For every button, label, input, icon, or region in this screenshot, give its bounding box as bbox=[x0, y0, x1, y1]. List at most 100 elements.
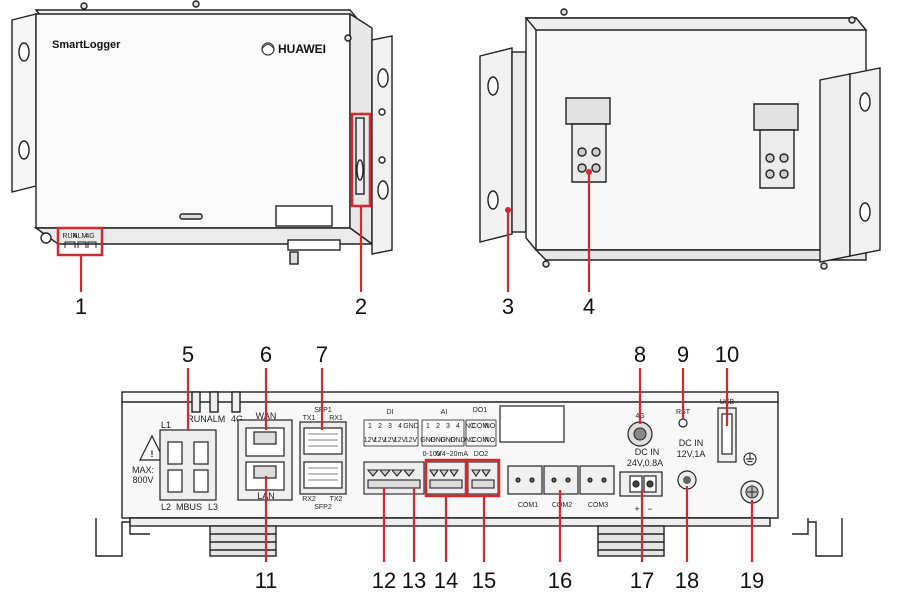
callout-2: 2 bbox=[355, 294, 367, 319]
panel-led-alm: ALM bbox=[207, 414, 226, 424]
callout-15: 15 bbox=[472, 568, 496, 593]
callout-12: 12 bbox=[372, 568, 396, 593]
ai-pin-row: 1 2 3 4 GND GND GND GND bbox=[420, 423, 466, 444]
label-sfp2: SFP2 bbox=[314, 504, 332, 511]
ai-pin-4: 4 bbox=[456, 423, 460, 430]
di-pin-1: 1 bbox=[368, 423, 372, 430]
di-pin-row: 1 2 3 4 GND 12V 12V 12V 12V 12V bbox=[364, 423, 419, 444]
label-do2: DO2 bbox=[474, 451, 489, 458]
callout-13: 13 bbox=[402, 568, 426, 593]
dc-in-12-jack bbox=[677, 470, 697, 490]
ai-gnd-1: GND bbox=[420, 437, 436, 444]
label-com1: COM1 bbox=[518, 502, 538, 509]
panel-led-4g: 4G bbox=[231, 414, 243, 424]
di-pin-3: 3 bbox=[388, 423, 392, 430]
label-plus: + bbox=[634, 504, 639, 514]
di-volt-5: 12V bbox=[405, 437, 418, 444]
label-com3: COM3 bbox=[588, 502, 608, 509]
logo-label: HUAWEI bbox=[278, 42, 326, 56]
mbus-connector bbox=[159, 429, 217, 501]
svg-text:!: ! bbox=[151, 449, 154, 459]
label-dc-in-12-rating: 12V,1A bbox=[677, 449, 706, 459]
do2-no: NO bbox=[485, 437, 496, 444]
label-ai-range1: 0-10V bbox=[423, 451, 442, 458]
label-rx1: RX1 bbox=[329, 415, 343, 422]
di-volt-4: 12V bbox=[394, 437, 407, 444]
do-label-frame bbox=[465, 419, 497, 447]
di-volt-2: 12V bbox=[374, 437, 387, 444]
callout-14: 14 bbox=[434, 568, 458, 593]
label-di: DI bbox=[387, 409, 394, 416]
label-do1: DO1 bbox=[473, 407, 488, 414]
do-pin-row: NC COM NO NC COM NO bbox=[465, 423, 496, 444]
callout-1: 1 bbox=[75, 294, 87, 319]
label-rx2: RX2 bbox=[302, 496, 316, 503]
callout-6: 6 bbox=[260, 342, 272, 367]
label-dc-in-24-rating: 24V,0.8A bbox=[627, 458, 663, 468]
ai-gnd-4: GND bbox=[450, 437, 466, 444]
label-minus: − bbox=[647, 504, 652, 514]
label-tx1: TX1 bbox=[303, 415, 316, 422]
callout-8: 8 bbox=[634, 342, 646, 367]
di-label-frame bbox=[363, 419, 419, 447]
callout-3: 3 bbox=[502, 294, 514, 319]
callout-11: 11 bbox=[255, 568, 278, 593]
di-pin-4: 4 bbox=[398, 423, 402, 430]
callout-19: 19 bbox=[740, 568, 764, 593]
ai-gnd-2: GND bbox=[430, 437, 446, 444]
do1-no: NO bbox=[485, 423, 496, 430]
warning-triangle-icon: ! bbox=[139, 434, 165, 461]
ai-pin-2: 2 bbox=[436, 423, 440, 430]
callout-10: 10 bbox=[715, 342, 739, 367]
terminal-blocks bbox=[363, 461, 499, 495]
ground-screw bbox=[740, 480, 764, 504]
front-led-group: RUN ALM 4G bbox=[62, 233, 97, 248]
do2-com: COM bbox=[472, 437, 489, 444]
antenna-port bbox=[627, 421, 653, 447]
callout-7: 7 bbox=[316, 342, 328, 367]
reset-button bbox=[678, 418, 688, 428]
di-pin-2: 2 bbox=[378, 423, 382, 430]
com-ports bbox=[507, 465, 615, 495]
callout-18: 18 bbox=[675, 568, 699, 593]
ai-pin-3: 3 bbox=[446, 423, 450, 430]
label-tx2: TX2 bbox=[330, 496, 343, 503]
callout-4: 4 bbox=[583, 294, 595, 319]
label-com2: COM2 bbox=[552, 502, 572, 509]
do1-com: COM bbox=[472, 423, 489, 430]
ground-symbol-icon bbox=[743, 452, 757, 466]
callout-17: 17 bbox=[630, 568, 654, 593]
led-label-alm: ALM bbox=[73, 233, 88, 240]
label-ai: AI bbox=[441, 409, 448, 416]
label-dc-in-12: DC IN bbox=[679, 438, 704, 448]
label-ai-range2: 0/4~20mA bbox=[436, 451, 468, 458]
label-l2: L2 bbox=[161, 502, 171, 512]
label-sticker bbox=[499, 405, 565, 443]
led-label-4g: 4G bbox=[85, 233, 94, 240]
max-voltage-line1: MAX: bbox=[132, 465, 154, 475]
panel-led-run: RUN bbox=[187, 414, 207, 424]
rear-view bbox=[479, 8, 881, 270]
callout-16: 16 bbox=[548, 568, 572, 593]
label-mbus: MBUS bbox=[176, 502, 202, 512]
di-volt-1: 12V bbox=[364, 437, 377, 444]
callout-9: 9 bbox=[677, 342, 689, 367]
front-view bbox=[11, 0, 393, 265]
do1-nc: NC bbox=[465, 423, 475, 430]
ai-label-frame bbox=[421, 419, 465, 447]
sfp-ports bbox=[299, 421, 347, 495]
brand-label: SmartLogger bbox=[52, 39, 121, 51]
do2-nc: NC bbox=[465, 437, 475, 444]
di-pin-gnd: GND bbox=[403, 423, 419, 430]
led-label-run: RUN bbox=[62, 233, 77, 240]
callout-5: 5 bbox=[182, 342, 194, 367]
ai-pin-1: 1 bbox=[426, 423, 430, 430]
label-dc-in-24: DC IN bbox=[635, 447, 660, 457]
max-voltage-line2: 800V bbox=[132, 475, 153, 485]
bottom-panel bbox=[95, 391, 843, 557]
di-volt-3: 12V bbox=[384, 437, 397, 444]
huawei-logo-icon bbox=[261, 42, 275, 56]
ai-gnd-3: GND bbox=[440, 437, 456, 444]
label-l1: L1 bbox=[161, 420, 171, 430]
